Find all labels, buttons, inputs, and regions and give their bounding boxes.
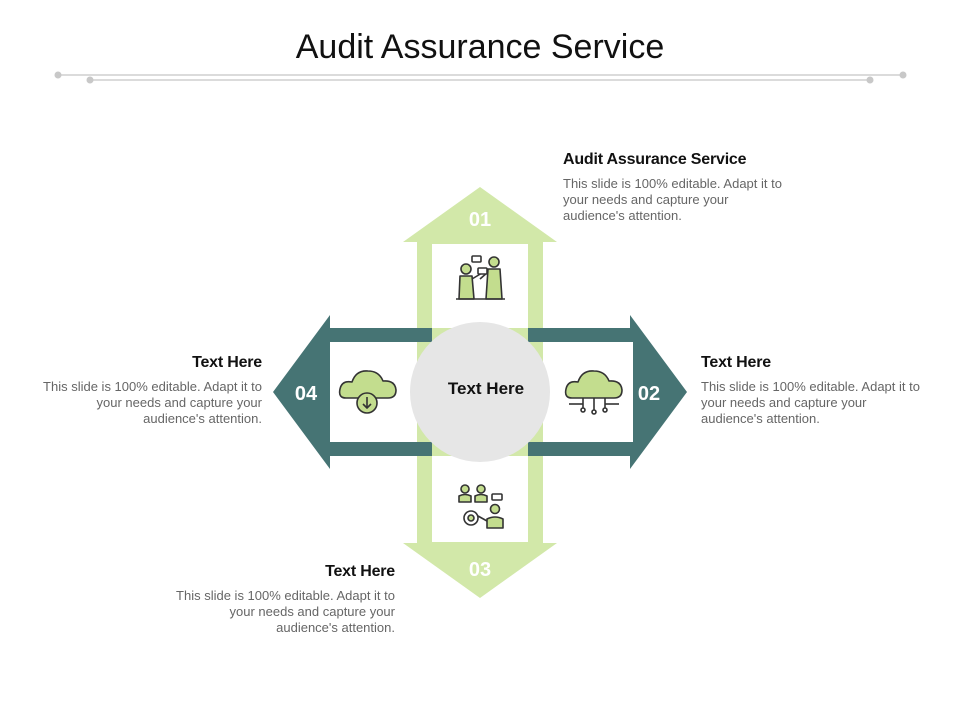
title-divider [54, 71, 907, 84]
step-number-04: 04 [295, 383, 318, 405]
step-description: This slide is 100% editable. Adapt it to… [176, 588, 395, 635]
step-description: This slide is 100% editable. Adapt it to… [701, 379, 920, 426]
center-label: Text Here [448, 379, 524, 398]
step-heading: Text Here [192, 354, 262, 371]
step-block-01: Audit Assurance Service This slide is 10… [563, 151, 793, 224]
step-heading: Audit Assurance Service [563, 151, 747, 168]
step-number-01: 01 [469, 209, 491, 231]
step-block-03: Text Here This slide is 100% editable. A… [165, 563, 395, 636]
center-circle [410, 322, 550, 462]
cloud-network-icon [564, 370, 623, 415]
step-description: This slide is 100% editable. Adapt it to… [563, 176, 782, 223]
step-heading: Text Here [325, 563, 395, 580]
step-description: This slide is 100% editable. Adapt it to… [43, 379, 262, 426]
step-block-02: Text Here This slide is 100% editable. A… [701, 354, 926, 427]
people-discussion-icon [456, 255, 505, 300]
team-gear-icon [458, 484, 504, 529]
step-block-04: Text Here This slide is 100% editable. A… [32, 354, 262, 427]
cloud-download-icon [338, 370, 397, 414]
step-heading: Text Here [701, 354, 771, 371]
step-number-02: 02 [638, 383, 660, 405]
page-title: Audit Assurance Service [295, 28, 665, 66]
step-number-03: 03 [469, 559, 491, 581]
